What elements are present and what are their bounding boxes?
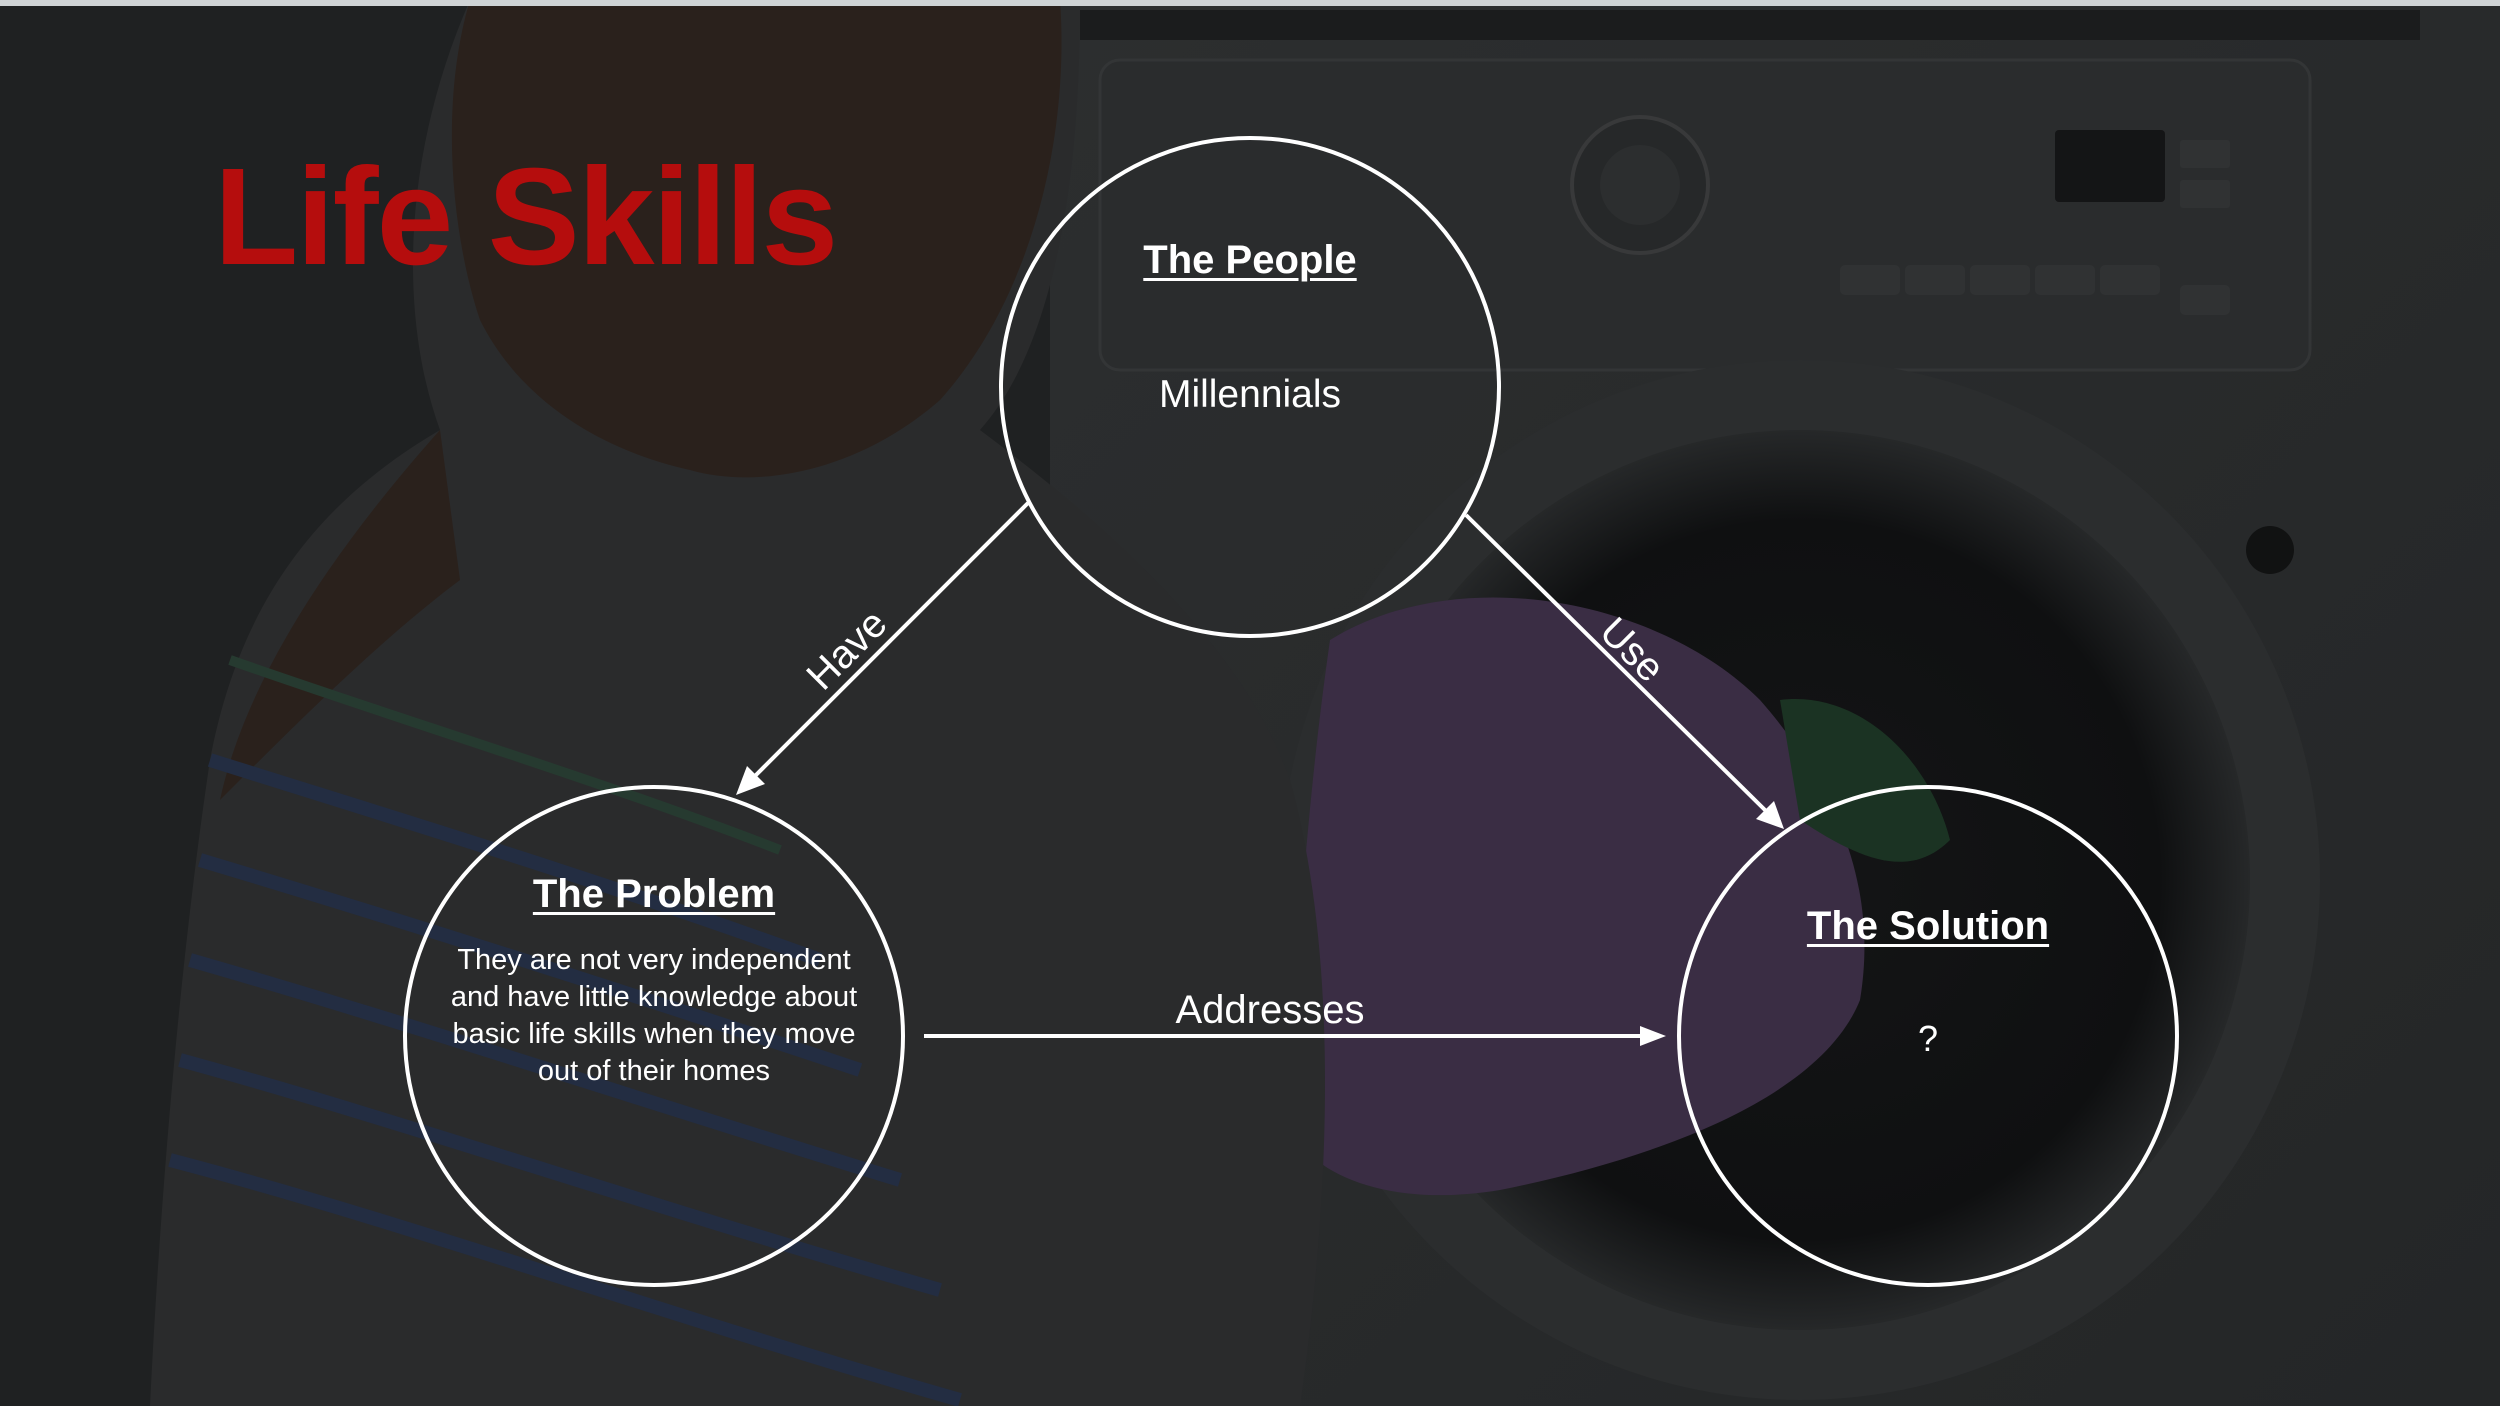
problem-node-body: They are not very independent and have l… (450, 944, 858, 1088)
have-arrow (736, 501, 1030, 795)
people-node-heading: The People (1143, 238, 1357, 282)
addresses-arrow (924, 1026, 1666, 1046)
people-node-circle (999, 136, 1501, 638)
people-node-body: Millennials (1158, 373, 1342, 416)
problem-node-circle (403, 785, 905, 1287)
top-border (0, 0, 2500, 6)
slide-title: Life Skills (214, 140, 838, 294)
solution-node-circle (1677, 785, 2179, 1287)
solution-node-body: ? (1917, 1018, 1939, 1059)
use-arrow (1464, 513, 1784, 829)
addresses-edge-label: Addresses (1175, 988, 1365, 1032)
solution-node-heading: The Solution (1806, 904, 2050, 948)
problem-node-heading: The Problem (532, 872, 776, 916)
